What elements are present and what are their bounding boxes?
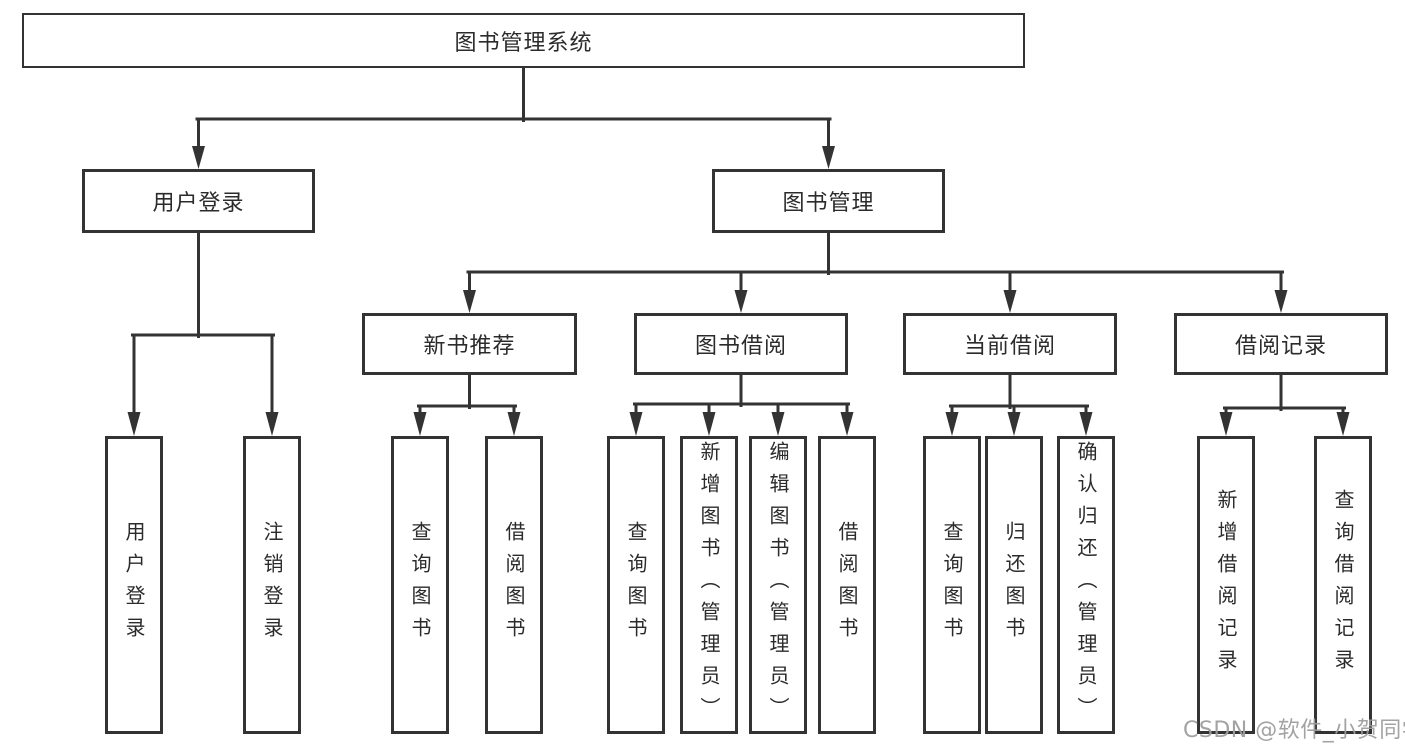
leaf-borrow-book: 借阅图书	[818, 436, 876, 734]
node-borrow-record: 借阅记录	[1174, 313, 1388, 375]
leaf-user-login: 用户登录	[105, 436, 163, 734]
leaf-confirm-return-admin: 确认归还（管理员）	[1057, 436, 1115, 734]
leaf-add-borrow-record: 新增借阅记录	[1197, 436, 1255, 734]
leaf-search-books: 查询图书	[391, 436, 449, 734]
leaf-edit-book-admin: 编辑图书（管理员）	[749, 436, 807, 734]
node-book-borrow: 图书借阅	[634, 313, 848, 375]
leaf-search-books-borrow: 查询图书	[607, 436, 665, 734]
node-user-login: 用户登录	[82, 169, 315, 233]
leaf-borrow-books: 借阅图书	[485, 436, 543, 734]
leaf-return-book: 归还图书	[985, 436, 1043, 734]
leaf-add-book-admin: 新增图书（管理员）	[680, 436, 738, 734]
leaf-search-borrow-record: 查询借阅记录	[1314, 436, 1372, 734]
node-book-management: 图书管理	[712, 169, 945, 233]
leaf-logout: 注销登录	[243, 436, 301, 734]
node-current-borrow: 当前借阅	[903, 313, 1117, 375]
arrowheads	[127, 146, 1350, 436]
leaf-search-books-current: 查询图书	[923, 436, 981, 734]
csdn-watermark: CSDN @软件_小贺同学	[1183, 718, 1405, 743]
node-library-management-system: 图书管理系统	[22, 13, 1025, 68]
node-new-book-recommend: 新书推荐	[362, 313, 577, 375]
